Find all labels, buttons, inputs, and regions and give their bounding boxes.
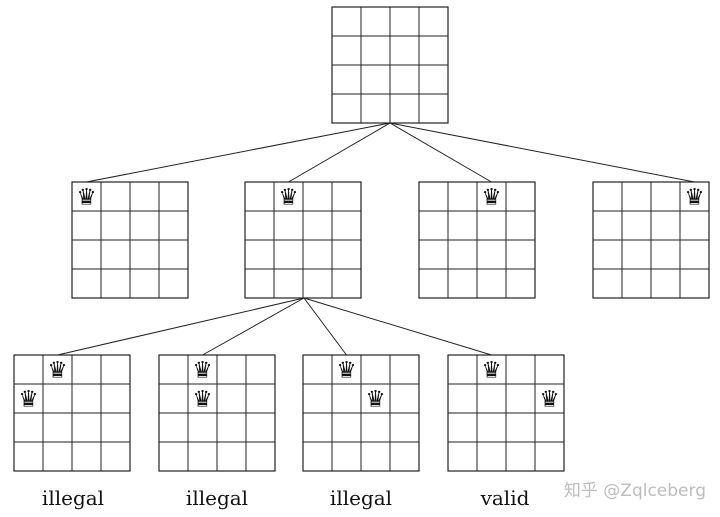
tree-edge bbox=[389, 122, 492, 183]
queen-icon: ♛ bbox=[539, 387, 559, 413]
tree-edge bbox=[303, 297, 492, 356]
tree-edge bbox=[202, 297, 305, 356]
level2-board-1: ♛♛ bbox=[13, 354, 131, 472]
level2-board-4: ♛♛ bbox=[447, 354, 565, 472]
tree-edge bbox=[288, 122, 391, 183]
watermark: 知乎 @Zqlceberg bbox=[563, 481, 706, 501]
board-label-1: illegal bbox=[41, 486, 105, 510]
level2-board-3: ♛♛ bbox=[302, 354, 420, 472]
queen-icon: ♛ bbox=[278, 185, 298, 211]
board-label-3: illegal bbox=[329, 486, 393, 510]
root-board bbox=[331, 6, 449, 124]
tree-edge bbox=[303, 297, 347, 356]
level1-board-1: ♛ bbox=[71, 181, 189, 299]
queen-icon: ♛ bbox=[192, 358, 212, 384]
level2-board-2: ♛♛ bbox=[158, 354, 276, 472]
queen-icon: ♛ bbox=[18, 387, 38, 413]
board-label-2: illegal bbox=[185, 486, 249, 510]
queen-icon: ♛ bbox=[365, 387, 385, 413]
queen-icon: ♛ bbox=[481, 358, 501, 384]
queen-icon: ♛ bbox=[192, 387, 212, 413]
tree-edge bbox=[86, 122, 391, 183]
queen-icon: ♛ bbox=[336, 358, 356, 384]
level1-board-2: ♛ bbox=[244, 181, 362, 299]
board-label-4: valid bbox=[480, 486, 530, 510]
tree-edge bbox=[57, 297, 305, 356]
tree-edge bbox=[389, 122, 695, 183]
queen-icon: ♛ bbox=[47, 358, 67, 384]
queen-icon: ♛ bbox=[481, 185, 501, 211]
level1-board-4: ♛ bbox=[592, 181, 710, 299]
queen-icon: ♛ bbox=[76, 185, 96, 211]
level1-board-3: ♛ bbox=[418, 181, 536, 299]
queen-icon: ♛ bbox=[684, 185, 704, 211]
